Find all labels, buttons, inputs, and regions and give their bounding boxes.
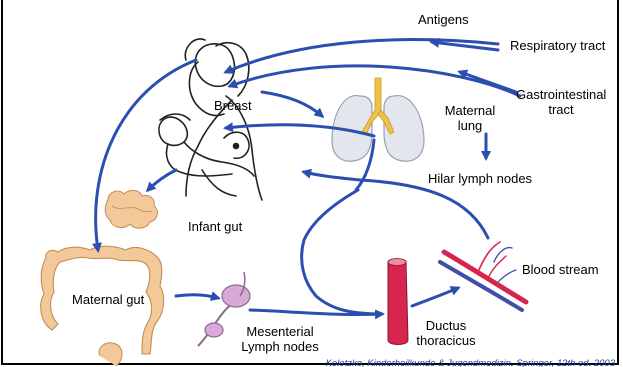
label-blood-stream: Blood stream (522, 262, 599, 277)
label-maternal-gut: Maternal gut (72, 292, 144, 307)
label-hilar-lymph-nodes: Hilar lymph nodes (428, 171, 532, 186)
arrow-ductus-to-bloodstream (412, 288, 458, 306)
ductus-thoracicus-illustration (388, 259, 408, 345)
label-infant-gut: Infant gut (188, 219, 242, 234)
arrow-breast-to-infant-gut (148, 170, 176, 190)
blood-stream-illustration (440, 242, 526, 310)
infant-gut-illustration (105, 190, 157, 228)
citation-text: Koletzko, Kinderheilkunde & Jugendmedizi… (326, 358, 615, 367)
arrow-lung-to-ductus (302, 190, 382, 314)
arrow-gi-to-gi (460, 72, 516, 92)
arrow-breast-to-lung (262, 92, 322, 116)
lung-illustration (332, 78, 424, 161)
label-antigens: Antigens (418, 12, 469, 27)
label-ductus-thoracicus: Ductus thoracicus (408, 318, 484, 348)
label-breast: Breast (214, 98, 252, 113)
label-gastrointestinal-tract: Gastrointestinal tract (516, 87, 606, 117)
label-respiratory-tract: Respiratory tract (510, 38, 605, 53)
label-maternal-lung: Maternal lung (440, 103, 500, 133)
arrow-maternal-gut-to-lymph (176, 295, 218, 298)
label-mesenterial-lymph-nodes: Mesenterial Lymph nodes (230, 324, 330, 354)
